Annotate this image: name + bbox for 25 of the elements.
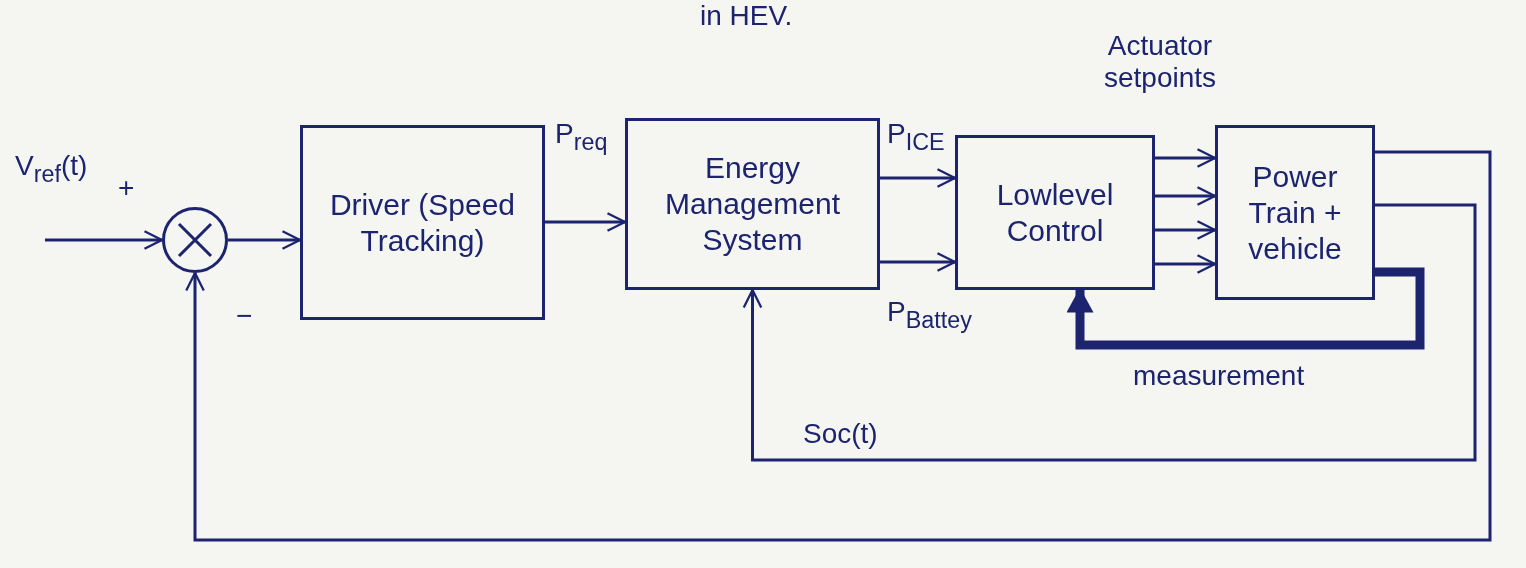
- annotation-label: Actuator setpoints: [1102, 30, 1218, 94]
- arrow: [545, 212, 627, 232]
- block-label: Lowlevel Control: [995, 176, 1115, 249]
- arrow: [45, 230, 164, 250]
- block-box: [625, 118, 880, 290]
- block-box: [955, 135, 1155, 290]
- arrow: [1155, 148, 1217, 168]
- annotation-label: −: [236, 300, 253, 332]
- summing-junction: [162, 207, 228, 273]
- annotation-label: +: [118, 172, 135, 204]
- arrow: [1155, 254, 1217, 274]
- arrow: [1155, 186, 1217, 206]
- block-label: Energy Management System: [663, 150, 842, 258]
- title: in HEV.: [700, 0, 793, 32]
- thick-arrow: [1066, 267, 1425, 350]
- block-box: [300, 125, 545, 320]
- arrow: [742, 203, 1477, 462]
- block-box: [1215, 125, 1375, 300]
- arrow: [228, 230, 302, 250]
- arrow: [1155, 220, 1217, 240]
- arrow: [185, 150, 1492, 542]
- arrow: [880, 168, 957, 188]
- block-label: Power Train + vehicle: [1247, 158, 1343, 267]
- block-label: Driver (Speed Tracking): [328, 186, 517, 259]
- arrow: [880, 252, 957, 272]
